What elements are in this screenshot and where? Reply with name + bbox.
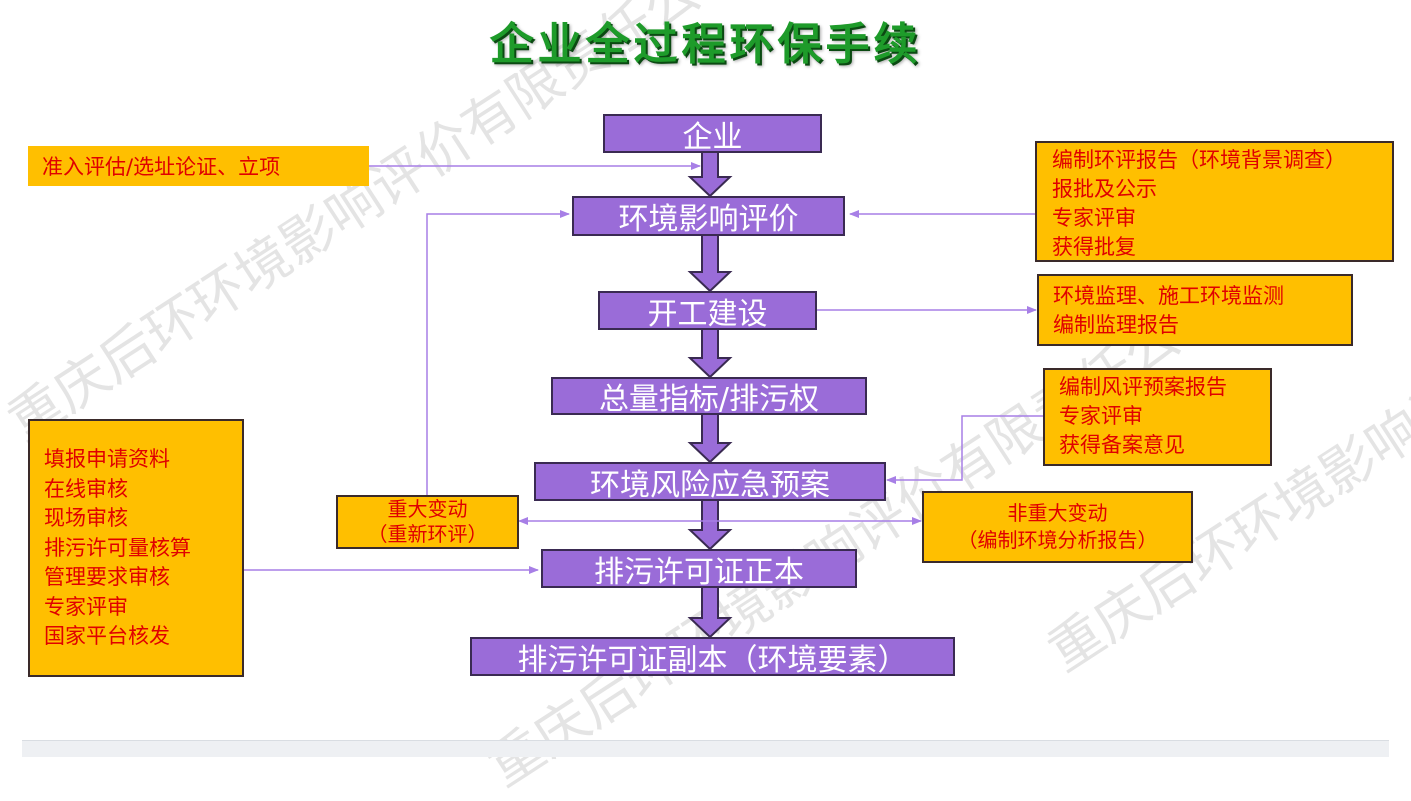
down-arrow <box>687 413 733 464</box>
permit-step: 填报申请资料 <box>44 447 170 471</box>
construction-note-line: 环境监理、施工环境监测 <box>1053 284 1284 308</box>
major-change-line: （重新环评） <box>367 522 488 546</box>
eia-note-line: 专家评审 <box>1052 206 1136 230</box>
permit-step: 排污许可量核算 <box>44 535 191 560</box>
down-arrow <box>687 499 733 551</box>
eia-note-line: 获得批复 <box>1052 235 1136 259</box>
construction-note-line: 编制监理报告 <box>1053 313 1179 337</box>
major-change-line: 重大变动 <box>387 497 468 521</box>
minor-change-line: （编制环境分析报告） <box>957 528 1158 552</box>
risk-note-line: 编制风评预案报告 <box>1059 375 1227 399</box>
risk-note: 编制风评预案报告 专家评审 获得备案意见 <box>1043 368 1272 466</box>
flow-step-risk-plan: 环境风险应急预案 <box>534 462 886 503</box>
permit-step: 管理要求审核 <box>44 565 170 589</box>
flow-step-enterprise: 企业 <box>603 114 822 155</box>
eia-note-line: 编制环评报告（环境背景调查） <box>1052 148 1346 172</box>
permit-step: 在线审核 <box>44 476 128 501</box>
eia-note: 编制环评报告（环境背景调查） 报批及公示 专家评审 获得批复 <box>1035 141 1394 262</box>
risk-connector <box>886 415 1043 484</box>
flow-step-permit-original: 排污许可证正本 <box>541 549 857 590</box>
page-title: 企业全过程环保手续 <box>489 19 922 70</box>
down-arrow <box>687 328 733 379</box>
major-change-loop <box>426 210 570 495</box>
down-arrow <box>687 234 733 293</box>
horizontal-scrollbar[interactable] <box>22 740 1389 757</box>
minor-change-line: 非重大变动 <box>1007 501 1108 525</box>
flow-step-emission-quota: 总量指标/排污权 <box>551 377 867 417</box>
down-arrow <box>687 586 733 639</box>
permit-steps-note: 填报申请资料 在线审核 现场审核 排污许可量核算 管理要求审核 专家评审 国家平… <box>28 419 244 677</box>
major-change-note: 重大变动 （重新环评） <box>336 495 519 549</box>
risk-note-line: 专家评审 <box>1059 404 1143 428</box>
flow-step-eia: 环境影响评价 <box>572 196 845 237</box>
eia-note-line: 报批及公示 <box>1052 177 1157 201</box>
access-note: 准入评估/选址论证、立项 <box>28 146 369 186</box>
flow-step-permit-copy: 排污许可证副本（环境要素） <box>470 637 955 676</box>
flow-step-construction: 开工建设 <box>598 291 817 332</box>
permit-step: 国家平台核发 <box>44 624 170 648</box>
construction-note: 环境监理、施工环境监测 编制监理报告 <box>1037 274 1353 346</box>
permit-step: 现场审核 <box>44 506 128 530</box>
permit-step: 专家评审 <box>44 594 128 619</box>
access-note-text: 准入评估/选址论证、立项 <box>42 155 281 179</box>
risk-note-line: 获得备案意见 <box>1059 433 1185 457</box>
flow-connectors <box>243 151 1043 639</box>
minor-change-note: 非重大变动 （编制环境分析报告） <box>922 491 1193 563</box>
down-arrow <box>687 151 733 198</box>
